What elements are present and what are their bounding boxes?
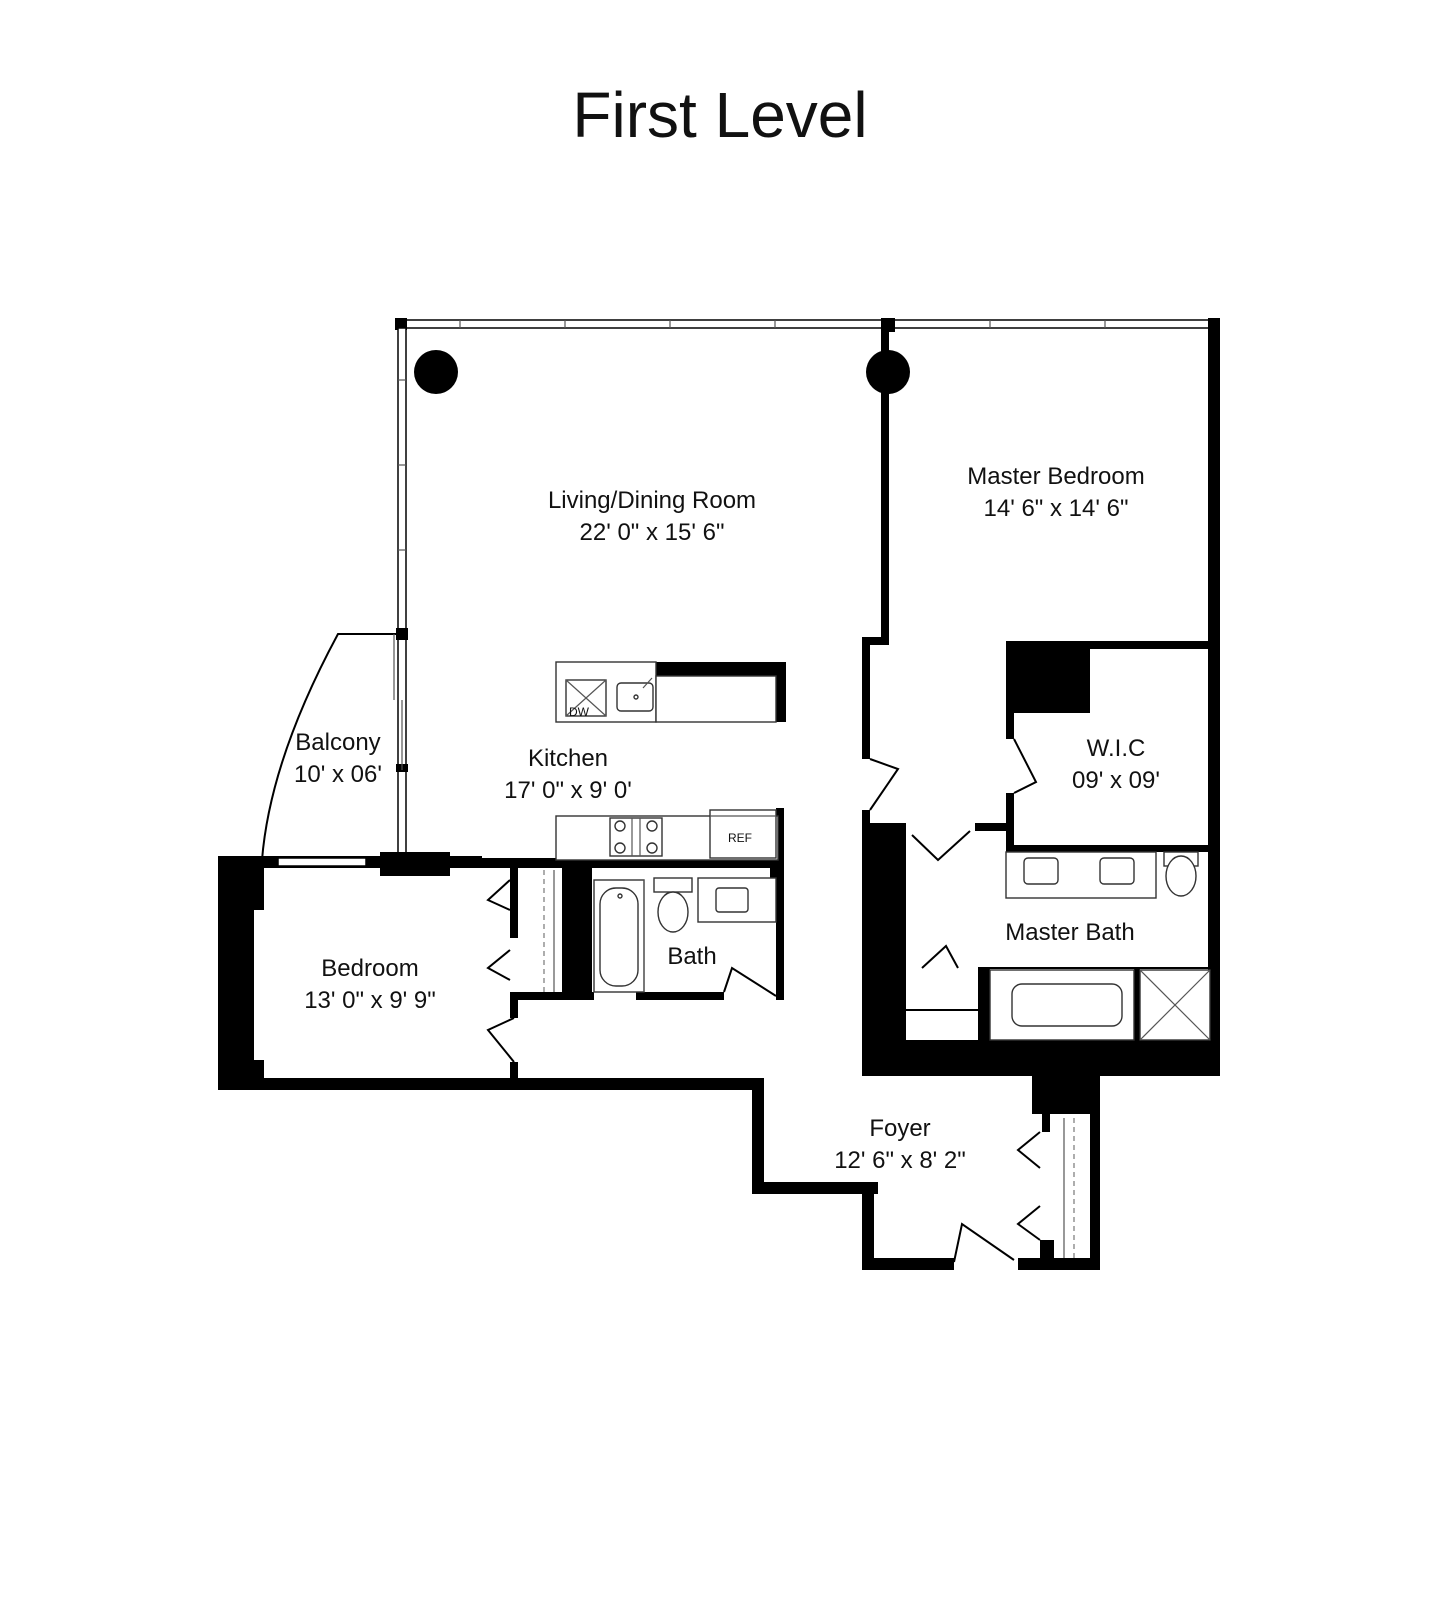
walls	[218, 318, 1220, 1270]
kitchen-name: Kitchen	[528, 745, 608, 772]
master-bath-name: Master Bath	[1005, 919, 1134, 946]
left-window-wall	[396, 327, 408, 857]
doors	[486, 738, 1041, 1263]
balcony-name: Balcony	[295, 729, 380, 756]
bedroom-size: 13' 0" x 9' 9"	[304, 987, 436, 1014]
refrigerator-label: REF	[728, 831, 752, 845]
wic-name: W.I.C	[1087, 735, 1146, 762]
master-bedroom-size: 14' 6" x 14' 6"	[984, 495, 1129, 522]
bath-name: Bath	[667, 943, 716, 970]
master-bedroom-name: Master Bedroom	[967, 463, 1144, 490]
bedroom-name: Bedroom	[321, 955, 418, 982]
toilet-icon	[653, 877, 693, 893]
balcony-outline	[261, 633, 403, 861]
living-room-name: Living/Dining Room	[548, 487, 756, 514]
foyer-name: Foyer	[869, 1115, 930, 1142]
kitchen-size: 17' 0" x 9' 0'	[504, 777, 632, 804]
dishwasher-label: DW	[569, 705, 590, 719]
closets	[543, 870, 1075, 1258]
wic-size: 09' x 09'	[1072, 767, 1160, 794]
bath-fixtures	[593, 877, 777, 993]
kitchen-counter	[555, 809, 779, 861]
master-bath-fixtures	[906, 851, 1211, 1041]
refrigerator-icon	[709, 809, 777, 859]
living-room-size: 22' 0" x 15' 6"	[580, 519, 725, 546]
column	[414, 350, 458, 394]
top-window-wall	[395, 318, 1220, 332]
balcony-size: 10' x 06'	[294, 761, 382, 788]
kitchen-island	[555, 661, 777, 723]
plan-title: First Level	[572, 79, 867, 151]
foyer-size: 12' 6" x 8' 2"	[834, 1147, 966, 1174]
